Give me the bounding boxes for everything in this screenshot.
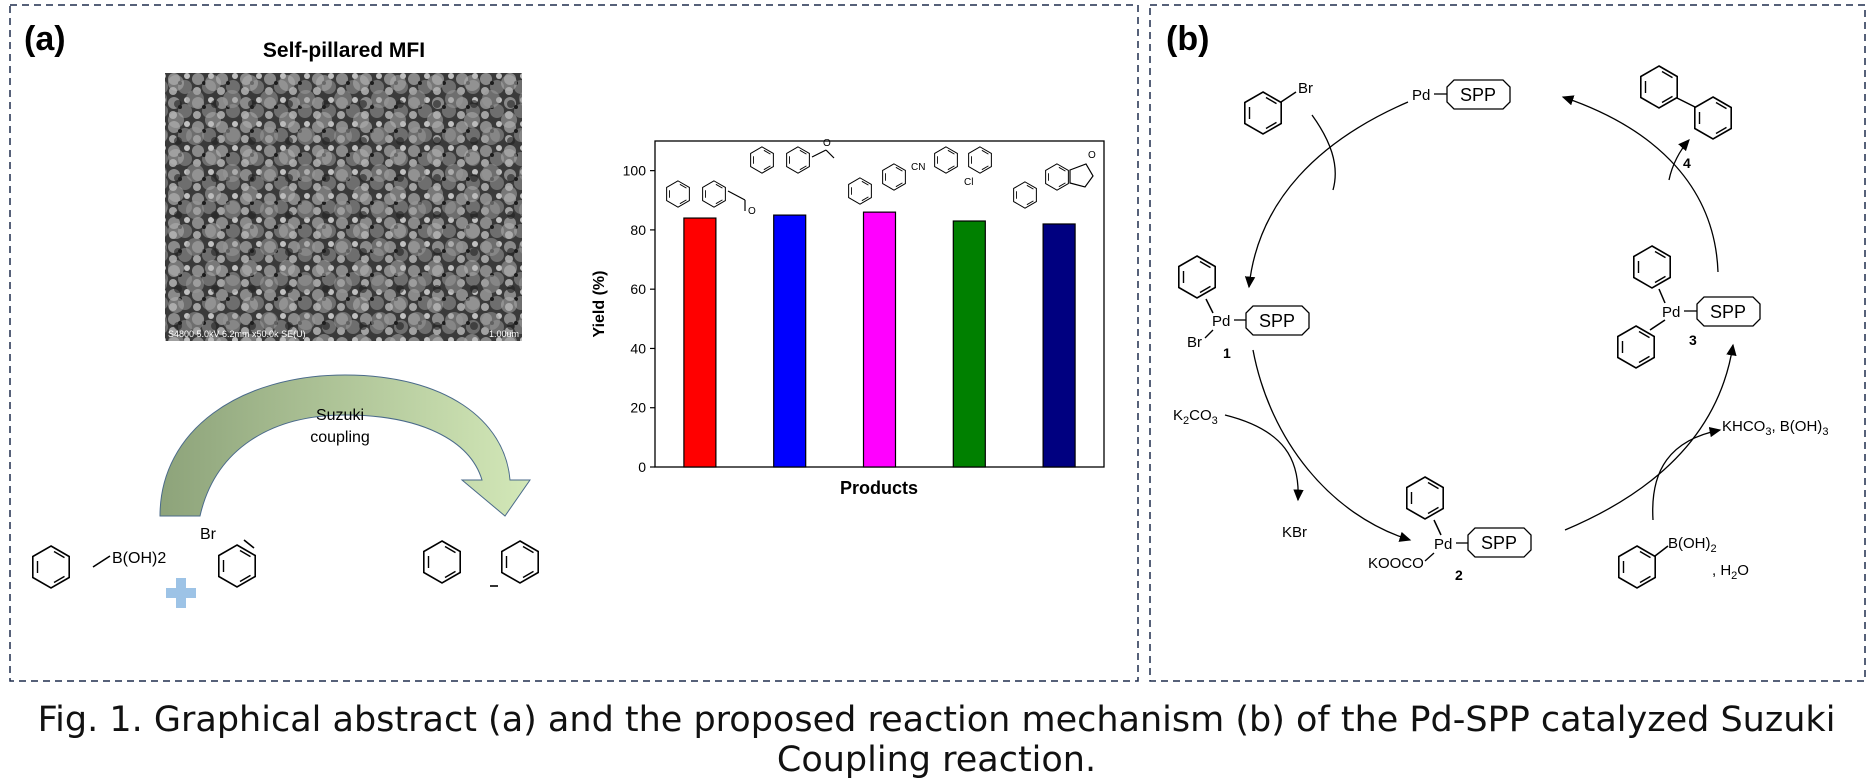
catalytic-cycle-arrows	[1224, 95, 1737, 542]
intermediate-2-number: 2	[1455, 567, 1463, 583]
kbr-label: KBr	[1282, 524, 1307, 541]
arrow-product-out	[1668, 139, 1690, 181]
arrow-khco3-out	[1652, 426, 1722, 521]
product-5-label: O	[1088, 150, 1096, 161]
bar-product-2	[773, 214, 807, 468]
sem-footer-right: 1.00um	[489, 329, 519, 339]
product-3-structure: CN	[848, 162, 925, 205]
y-tick-label: 60	[630, 281, 646, 297]
intermediate-3-number: 3	[1689, 332, 1697, 348]
panel-a-label: (a)	[24, 20, 66, 58]
intermediate-1-spp: SPP	[1259, 311, 1295, 331]
intermediate-3-pd: Pd	[1662, 304, 1680, 321]
x-axis-label: Products	[840, 478, 918, 498]
bar-product-1	[683, 217, 717, 468]
product-4-structure: Cl	[934, 146, 992, 188]
product-3-label: CN	[911, 162, 925, 173]
bar-series	[683, 211, 1076, 468]
y-tick-label: 0	[638, 459, 646, 475]
suzuki-arrow	[159, 374, 531, 517]
bar-product-4	[952, 220, 986, 468]
boronic-acid-label: B(OH)2	[112, 550, 166, 567]
intermediate-3-spp: SPP	[1710, 302, 1746, 322]
product-1-label: O	[748, 206, 756, 217]
khco3-label: KHCO3, B(OH)3	[1722, 418, 1828, 438]
y-tick-label: 100	[623, 163, 647, 179]
arrow-k2co3-in	[1224, 414, 1304, 502]
intermediate-2-spp: SPP	[1481, 533, 1517, 553]
y-tick-label: 80	[630, 222, 646, 238]
phenylboronic-acid: B(OH)2	[31, 545, 166, 589]
intermediate-1-number: 1	[1223, 345, 1231, 361]
intermediate-2: Pd SPP KOOCO 2	[1368, 476, 1532, 583]
catalyst-spp-label: SPP	[1460, 85, 1496, 105]
panel-a-frame	[9, 4, 1139, 682]
arrow-label-line1: Suzuki	[316, 407, 364, 424]
product-5-structure: O	[1013, 150, 1096, 209]
water-label: , H2O	[1712, 562, 1749, 582]
y-tick-label: 40	[630, 340, 646, 356]
bromobenzene-reagent: Br	[1244, 80, 1313, 135]
intermediate-2-koocoo: KOOCO	[1368, 555, 1424, 572]
product-structures: O O CN Cl	[666, 138, 1096, 217]
intermediate-1-br: Br	[1187, 334, 1202, 351]
intermediate-3: Pd SPP 3	[1617, 245, 1761, 369]
y-tick-label: 20	[630, 400, 646, 416]
sem-footer-left: S4800 5.0kV 6.2mm x50.0k SE(U)	[168, 329, 306, 339]
sem-image: S4800 5.0kV 6.2mm x50.0k SE(U) 1.00um	[165, 73, 522, 341]
arrow-oxidative-addition	[1244, 101, 1409, 289]
boronic-acid-reagent: B(OH)2 , H2O	[1618, 535, 1749, 589]
product-4-biphenyl: 4	[1640, 65, 1732, 171]
boronic-reagent-label: B(OH)2	[1668, 535, 1717, 555]
bromobenzene: Br	[200, 526, 256, 588]
bar-product-5	[1042, 223, 1076, 468]
catalyst-pd-label: Pd	[1412, 87, 1430, 104]
bromine-label: Br	[200, 526, 217, 543]
figure-caption: Fig. 1. Graphical abstract (a) and the p…	[37, 700, 1836, 780]
product-4-label: Cl	[964, 177, 973, 188]
intermediate-1-pd: Pd	[1212, 313, 1230, 330]
intermediate-2-pd: Pd	[1434, 536, 1452, 553]
product-1-structure: O	[666, 180, 756, 217]
product-2-label: O	[823, 138, 831, 149]
k2co3-label: K2CO3	[1173, 407, 1218, 427]
bar-product-3	[862, 211, 897, 468]
panel-b-frame	[1149, 4, 1866, 682]
arrow-reductive-elimination	[1561, 95, 1719, 273]
y-axis-label: Yield (%)	[591, 271, 608, 338]
arrow-reagent-in	[1311, 114, 1336, 191]
sem-title: Self-pillared MFI	[263, 39, 425, 62]
intermediate-1: Pd SPP Br 1	[1178, 255, 1310, 361]
arrow-label-line2: coupling	[310, 429, 370, 446]
product-2-structure: O	[750, 138, 835, 174]
y-axis: 0 20 40 60 80 100	[623, 163, 655, 475]
product-4-number: 4	[1683, 155, 1691, 171]
plus-icon	[166, 578, 196, 608]
arrow-transmetalation-a	[1252, 349, 1412, 542]
yield-bar-chart: 0 20 40 60 80 100 Yield (%) Products O O	[591, 138, 1105, 498]
arrow-transmetalation-b	[1564, 343, 1737, 531]
catalyst-pd-spp: Pd SPP	[1412, 79, 1511, 110]
reagent-br-label: Br	[1298, 80, 1313, 97]
panel-b-label: (b)	[1166, 20, 1209, 58]
biphenyl-product	[422, 540, 540, 587]
